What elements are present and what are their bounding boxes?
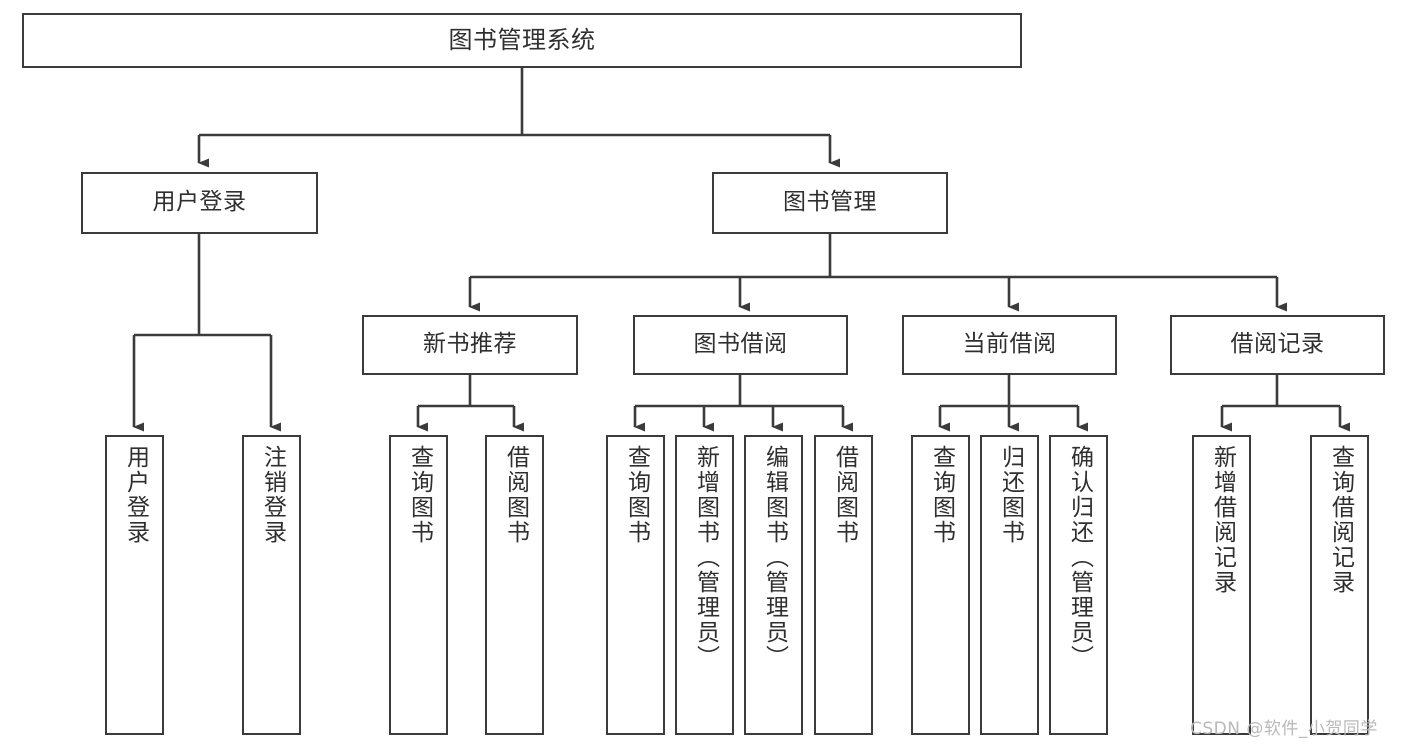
- node-user-login[interactable]: 用户登录: [81, 172, 318, 234]
- node-leaf-borrow-book-2[interactable]: 借阅图书: [814, 435, 873, 735]
- node-leaf-edit-book-label: 编辑图书（管理员）: [761, 445, 788, 670]
- node-new-book-recommend[interactable]: 新书推荐: [362, 315, 578, 375]
- node-borrow-record-label: 借阅记录: [1230, 331, 1325, 358]
- node-root-label: 图书管理系统: [448, 26, 596, 55]
- node-current-borrow-label: 当前借阅: [962, 331, 1057, 358]
- node-book-borrow[interactable]: 图书借阅: [633, 315, 848, 375]
- node-leaf-confirm-return-label: 确认归还（管理员）: [1066, 445, 1093, 670]
- node-leaf-query-book-1[interactable]: 查询图书: [389, 435, 448, 735]
- node-leaf-borrow-book-1[interactable]: 借阅图书: [485, 435, 544, 735]
- node-book-borrow-label: 图书借阅: [693, 331, 788, 358]
- node-leaf-add-book[interactable]: 新增图书（管理员）: [675, 435, 734, 735]
- node-leaf-query-record-label: 查询借阅记录: [1327, 445, 1354, 595]
- node-leaf-user-login[interactable]: 用户登录: [105, 435, 164, 735]
- node-book-management[interactable]: 图书管理: [712, 172, 948, 234]
- node-leaf-return-book[interactable]: 归还图书: [980, 435, 1039, 735]
- node-new-book-recommend-label: 新书推荐: [423, 331, 517, 358]
- node-leaf-query-book-1-label: 查询图书: [406, 445, 433, 545]
- node-leaf-add-book-label: 新增图书（管理员）: [692, 445, 719, 670]
- node-user-login-label: 用户登录: [152, 189, 247, 216]
- node-leaf-confirm-return[interactable]: 确认归还（管理员）: [1049, 435, 1108, 735]
- node-leaf-add-record-label: 新增借阅记录: [1209, 445, 1236, 595]
- node-leaf-query-book-3[interactable]: 查询图书: [911, 435, 970, 735]
- node-leaf-borrow-book-2-label: 借阅图书: [831, 445, 858, 545]
- node-leaf-return-book-label: 归还图书: [997, 445, 1024, 545]
- node-leaf-user-login-label: 用户登录: [122, 445, 149, 545]
- node-leaf-query-record[interactable]: 查询借阅记录: [1310, 435, 1369, 735]
- node-current-borrow[interactable]: 当前借阅: [902, 315, 1117, 375]
- node-leaf-query-book-2[interactable]: 查询图书: [606, 435, 665, 735]
- node-borrow-record[interactable]: 借阅记录: [1170, 315, 1385, 375]
- node-root[interactable]: 图书管理系统: [22, 13, 1022, 68]
- csdn-watermark: CSDN @软件_小贺同学: [1190, 719, 1378, 739]
- node-leaf-edit-book[interactable]: 编辑图书（管理员）: [744, 435, 803, 735]
- node-leaf-add-record[interactable]: 新增借阅记录: [1192, 435, 1251, 735]
- node-leaf-query-book-3-label: 查询图书: [928, 445, 955, 545]
- node-leaf-query-book-2-label: 查询图书: [623, 445, 650, 545]
- node-leaf-user-logout-label: 注销登录: [259, 445, 286, 545]
- node-leaf-user-logout[interactable]: 注销登录: [242, 435, 301, 735]
- node-book-management-label: 图书管理: [783, 189, 877, 216]
- node-leaf-borrow-book-1-label: 借阅图书: [502, 445, 529, 545]
